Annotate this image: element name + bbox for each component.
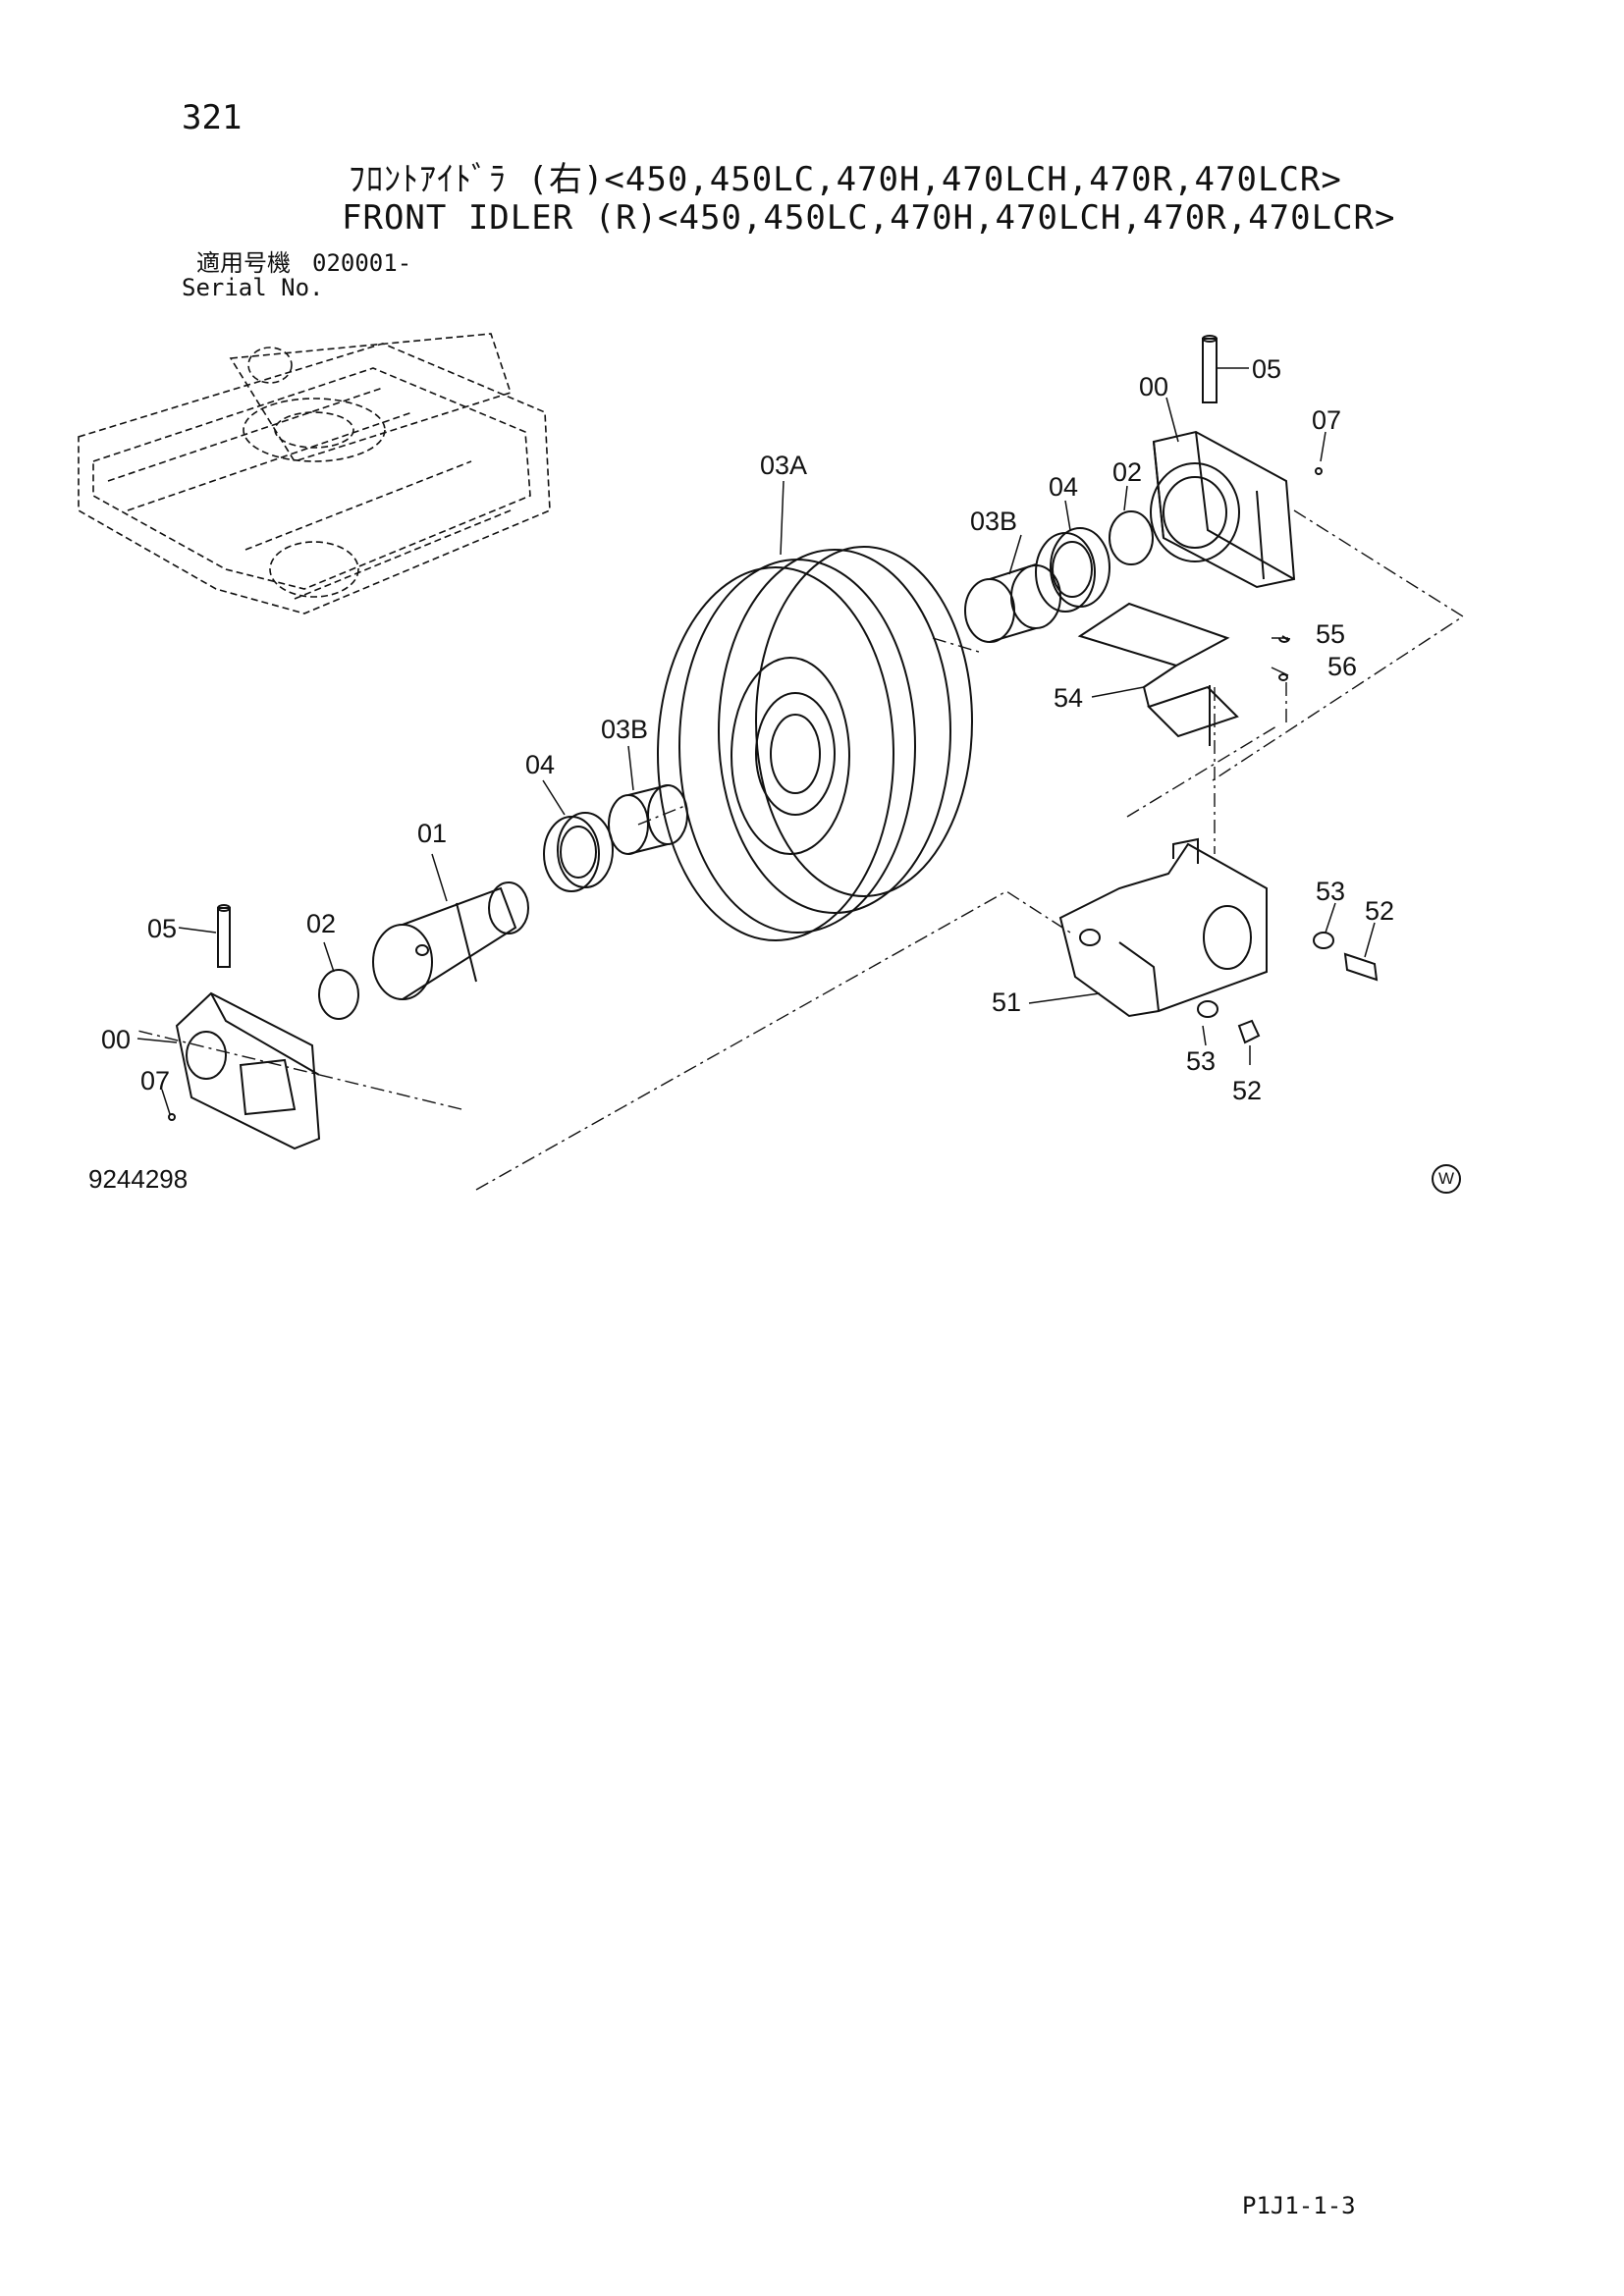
callout-02-upper: 02 xyxy=(1112,457,1142,487)
part-56-washer xyxy=(1278,673,1288,681)
title-japanese: ﾌﾛﾝﾄｱｲﾄﾞﾗ (右)<450,450LC,470H,470LCH,470R… xyxy=(349,160,1342,199)
serial-number-value: 020001- xyxy=(312,249,412,277)
callout-02-lower: 02 xyxy=(306,909,336,938)
callout-56: 56 xyxy=(1327,652,1357,681)
part-03b-bushing-lower xyxy=(608,784,688,855)
part-05-pin-upper xyxy=(1202,335,1218,403)
callout-07-lower: 07 xyxy=(140,1066,170,1095)
callout-00-lower: 00 xyxy=(101,1025,131,1054)
part-03a-idler-wheel xyxy=(657,546,973,941)
page-number: 321 xyxy=(182,98,243,137)
part-00-housing-upper xyxy=(1150,430,1296,589)
serial-label-japanese: 適用号機 xyxy=(196,249,291,277)
serial-label-english: Serial No. xyxy=(182,274,324,301)
callout-00-upper: 00 xyxy=(1139,372,1168,401)
callout-04-upper: 04 xyxy=(1049,472,1078,502)
part-01-shaft xyxy=(372,881,529,1000)
callout-labels: 05 00 07 03A 04 02 03B 55 56 54 03B 04 0… xyxy=(101,354,1394,1105)
part-53-washer-right xyxy=(1313,932,1334,949)
part-02-o-ring-upper xyxy=(1109,510,1154,565)
title-english: FRONT IDLER (R)<450,450LC,470H,470LCH,47… xyxy=(342,198,1396,238)
part-54-guard xyxy=(1077,602,1239,746)
w-circle-mark: W xyxy=(1432,1164,1461,1194)
part-05-pin-lower xyxy=(217,904,231,968)
callout-51: 51 xyxy=(992,988,1021,1017)
callout-leaders xyxy=(136,367,1376,1115)
callout-54: 54 xyxy=(1054,683,1083,713)
part-07-plug-upper xyxy=(1315,467,1323,475)
callout-03b-upper: 03B xyxy=(970,507,1017,536)
callout-07-upper: 07 xyxy=(1312,405,1341,435)
figure-number: 9244298 xyxy=(88,1164,189,1194)
callout-52-right: 52 xyxy=(1365,896,1394,926)
part-07-plug-lower xyxy=(168,1113,176,1121)
part-02-o-ring-lower xyxy=(318,969,359,1020)
part-03b-bushing-upper xyxy=(964,563,1061,643)
callout-01: 01 xyxy=(417,819,447,848)
callout-04-lower: 04 xyxy=(525,750,555,779)
part-55-bolt xyxy=(1278,635,1290,643)
part-04-seal-lower xyxy=(543,812,614,892)
page-code: P1J1-1-3 xyxy=(1242,2192,1356,2219)
callout-52-bottom: 52 xyxy=(1232,1076,1262,1105)
part-04-seal-upper xyxy=(1035,527,1110,613)
callout-05-lower: 05 xyxy=(147,914,177,943)
callout-53-right: 53 xyxy=(1316,877,1345,906)
callout-05-upper: 05 xyxy=(1252,354,1281,384)
callout-53-bottom: 53 xyxy=(1186,1046,1216,1076)
part-52-bolt-right xyxy=(1343,952,1379,982)
callout-03b-lower: 03B xyxy=(601,715,648,744)
assembly-lines xyxy=(136,509,1465,1191)
part-51-bracket xyxy=(1058,837,1268,1018)
callout-55: 55 xyxy=(1316,619,1345,649)
callout-03a: 03A xyxy=(760,451,807,480)
part-00-housing-lower xyxy=(175,991,321,1150)
part-53-washer-bottom xyxy=(1197,1000,1218,1018)
part-52-bolt-bottom xyxy=(1237,1019,1261,1044)
undercarriage-thumbnail xyxy=(78,333,551,614)
